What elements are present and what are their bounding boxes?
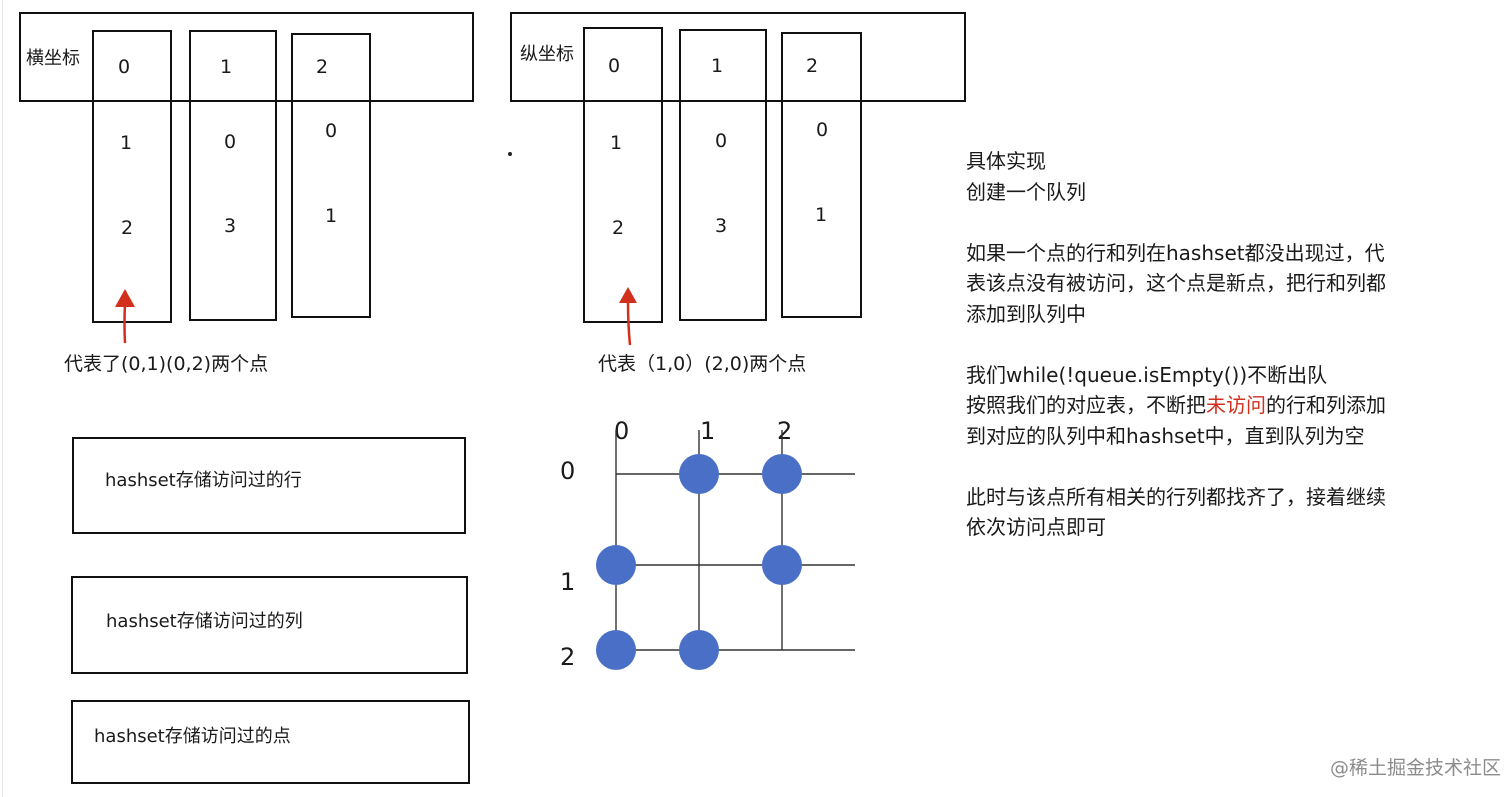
grid-point-0-1 xyxy=(679,454,719,494)
left-column-1 xyxy=(189,30,277,321)
right-caption: 代表（1,0）(2,0)两个点 xyxy=(598,353,807,375)
desc-line-7-pre: 按照我们的对应表，不断把 xyxy=(966,393,1206,417)
hashset-rows-label: hashset存储访问过的行 xyxy=(105,470,302,491)
left-header-box xyxy=(19,12,474,102)
left-col-0-value-0: 1 xyxy=(120,132,133,154)
hashset-cols-box xyxy=(71,576,468,674)
hashset-cols-label: hashset存储访问过的列 xyxy=(106,611,303,632)
right-col-2-value-0: 0 xyxy=(816,119,829,141)
right-col-1-header: 1 xyxy=(711,55,724,77)
desc-line-6: 我们while(!queue.isEmpty())不断出队 xyxy=(966,362,1328,387)
desc-line-7: 按照我们的对应表，不断把未访问的行和列添加 xyxy=(966,390,1386,421)
stray-dot xyxy=(508,152,512,156)
desc-line-7-highlight: 未访问 xyxy=(1206,393,1266,417)
left-col-2-value-1: 1 xyxy=(325,205,338,227)
right-column-0 xyxy=(583,27,663,323)
desc-line-2: 创建一个队列 xyxy=(966,179,1086,204)
left-col-1-header: 1 xyxy=(220,56,233,78)
right-col-1-value-1: 3 xyxy=(715,215,728,237)
grid-row-label-1: 1 xyxy=(560,568,576,596)
right-col-0-header: 0 xyxy=(608,55,621,77)
grid-col-label-1: 1 xyxy=(700,417,716,445)
desc-line-10: 依次访问点即可 xyxy=(966,515,1106,539)
grid-col-label-0: 0 xyxy=(614,417,630,445)
desc-line-9: 此时与该点所有相关的行列都找齐了，接着继续 xyxy=(966,484,1386,509)
right-col-0-value-1: 2 xyxy=(612,217,625,239)
left-caption: 代表了(0,1)(0,2)两个点 xyxy=(64,353,269,375)
grid-row-label-0: 0 xyxy=(560,457,576,485)
grid-point-1-0 xyxy=(596,545,636,585)
right-col-2-value-1: 1 xyxy=(815,204,828,226)
left-col-1-value-0: 0 xyxy=(224,131,237,153)
right-column-2 xyxy=(781,32,862,318)
desc-line-5: 添加到队列中 xyxy=(966,301,1086,326)
left-header-label: 横坐标 xyxy=(26,48,80,69)
grid-point-1-2 xyxy=(762,545,802,585)
right-header-box xyxy=(510,12,966,102)
page-edge-line xyxy=(2,0,3,797)
hashset-rows-box xyxy=(72,437,466,534)
grid-point-2-0 xyxy=(596,630,636,670)
left-column-0 xyxy=(92,30,172,323)
left-col-2-header: 2 xyxy=(316,56,329,78)
desc-line-1: 具体实现 xyxy=(966,149,1046,173)
left-col-1-value-1: 3 xyxy=(224,215,237,237)
watermark: @稀土掘金技术社区 xyxy=(1330,757,1502,779)
desc-line-7-post: 的行和列添加 xyxy=(1266,393,1386,417)
desc-line-8: 到对应的队列中和hashset中，直到队列为空 xyxy=(966,423,1365,448)
right-column-1 xyxy=(679,29,767,321)
left-column-2 xyxy=(291,33,371,318)
desc-line-3: 如果一个点的行和列在hashset都没出现过，代 xyxy=(966,240,1385,265)
grid-col-label-2: 2 xyxy=(777,417,793,445)
grid-point-0-2 xyxy=(762,454,802,494)
hashset-points-label: hashset存储访问过的点 xyxy=(94,726,291,747)
grid-svg xyxy=(596,430,855,670)
hashset-points-box xyxy=(71,700,470,784)
right-col-0-value-0: 1 xyxy=(610,132,623,154)
left-red-arrow xyxy=(115,289,135,344)
left-col-0-header: 0 xyxy=(118,56,131,78)
right-col-1-value-0: 0 xyxy=(715,130,728,152)
grid-point-2-1 xyxy=(679,630,719,670)
left-col-2-value-0: 0 xyxy=(325,120,338,142)
right-col-2-header: 2 xyxy=(806,55,819,77)
right-red-arrow xyxy=(619,287,637,346)
right-header-label: 纵坐标 xyxy=(520,44,574,65)
desc-line-4: 表该点没有被访问，这个点是新点，把行和列都 xyxy=(966,271,1386,295)
left-col-0-value-1: 2 xyxy=(121,217,134,239)
description: 具体实现 创建一个队列 如果一个点的行和列在hashset都没出现过，代 表该点… xyxy=(966,146,1386,543)
grid-row-label-2: 2 xyxy=(560,643,576,671)
